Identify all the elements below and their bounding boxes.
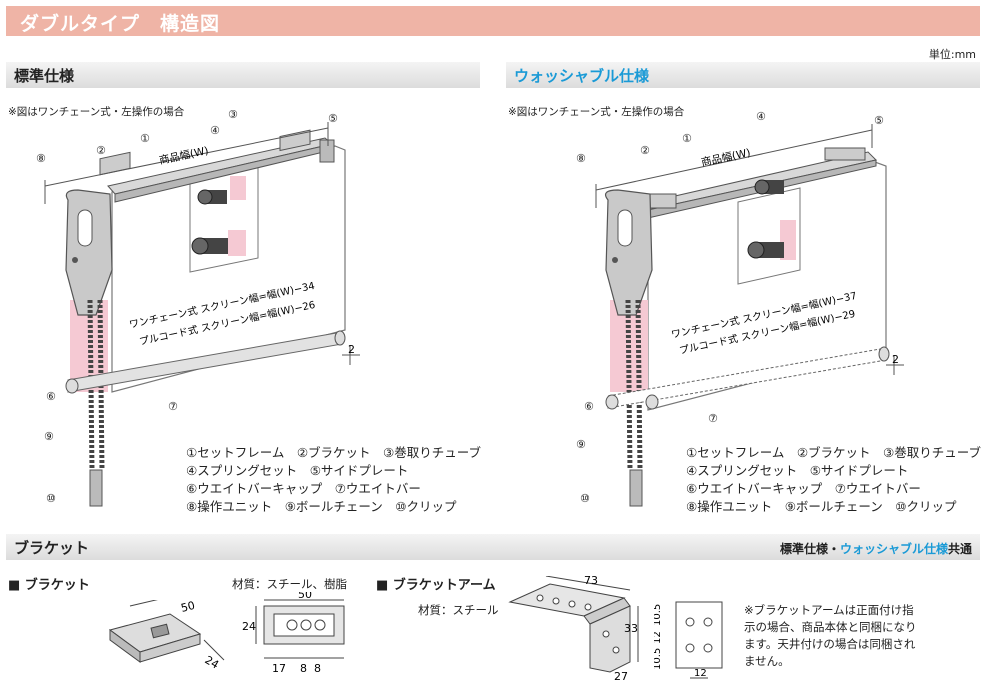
- standard-callout-8: ⑧: [36, 152, 46, 165]
- arm-dim-v3: 10.5: [654, 648, 663, 670]
- standard-gap: 2: [348, 343, 355, 356]
- common-blue: ウォッシャブル仕様: [839, 542, 948, 556]
- bracket-iso-drawing: 50 24: [108, 600, 225, 672]
- washable-note: ※図はワンチェーン式・左操作の場合: [508, 106, 685, 118]
- washable-callout-1: ①: [682, 132, 692, 145]
- standard-diagram: ① ② ③ ④ ⑤ ⑥ ⑦ ⑧ ⑨ ⑩ 商品幅(W) ワンチェーン式 スクリーン…: [36, 110, 360, 507]
- arm-hole-plate-drawing: 10.5 12 10.5 12: [654, 601, 723, 679]
- legend-line: ①セットフレーム ②ブラケット ③巻取りチューブ: [686, 445, 981, 460]
- bracket-label: ■ ブラケット: [8, 578, 90, 593]
- bracket-front-dim-24: 24: [242, 620, 256, 633]
- arm-note-line: ※ブラケットアームは正面付け指: [744, 603, 914, 617]
- washable-callout-5: ⑤: [874, 114, 884, 127]
- unit-label: 単位:mm: [928, 48, 976, 61]
- arm-note-line: 示の場合、商品本体と同梱になり: [744, 620, 917, 634]
- standard-callout-7: ⑦: [168, 400, 178, 413]
- standard-header: 標準仕様: [6, 62, 480, 88]
- bracket-iso-dim-24: 24: [203, 653, 222, 671]
- bracket-front-dim-8a: 8: [300, 662, 307, 675]
- legend-line: ⑧操作ユニット ⑨ボールチェーン ⑩クリップ: [186, 499, 457, 514]
- arm-note: ※ブラケットアームは正面付け指 示の場合、商品本体と同梱になり ます。天井付けの…: [744, 602, 917, 670]
- bracket-common-label: 標準仕様・ウォッシャブル仕様共通: [780, 540, 972, 557]
- arm-material: 材質：スチール: [418, 603, 499, 617]
- washable-callout-7: ⑦: [708, 412, 718, 425]
- standard-callout-10: ⑩: [46, 492, 56, 505]
- bracket-arm-drawing: 73 33 27: [508, 576, 639, 683]
- page-title: ダブルタイプ 構造図: [20, 13, 221, 35]
- standard-callout-6: ⑥: [46, 390, 56, 403]
- legend-line: ④スプリングセット ⑤サイドプレート: [686, 463, 909, 478]
- standard-width-label: 商品幅(W): [158, 144, 210, 167]
- bracket-front-dim-17: 17: [272, 662, 286, 675]
- bracket-material: 材質：スチール、樹脂: [232, 577, 347, 591]
- bracket-front-dim-50: 50: [298, 592, 312, 601]
- standard-heading: 標準仕様: [14, 67, 75, 85]
- arm-dim-73: 73: [584, 576, 598, 587]
- standard-callout-3: ③: [228, 110, 238, 121]
- washable-width-label: 商品幅(W): [700, 146, 752, 169]
- bracket-front-dim-8b: 8: [314, 662, 321, 675]
- washable-heading: ウォッシャブル仕様: [514, 67, 650, 85]
- standard-legend: ①セットフレーム ②ブラケット ③巻取りチューブ ④スプリングセット ⑤サイドプ…: [186, 444, 481, 516]
- bracket-header: ブラケット 標準仕様・ウォッシャブル仕様共通: [6, 534, 980, 560]
- standard-callout-1: ①: [140, 132, 150, 145]
- arm-label: ■ ブラケットアーム: [376, 578, 496, 593]
- legend-line: ⑥ウエイトバーキャップ ⑦ウエイトバー: [186, 481, 421, 496]
- standard-callout-4: ④: [210, 124, 220, 137]
- washable-callout-6: ⑥: [584, 400, 594, 413]
- legend-line: ⑧操作ユニット ⑨ボールチェーン ⑩クリップ: [686, 499, 957, 514]
- arm-dim-v2: 12: [654, 631, 663, 644]
- arm-dim-12: 12: [694, 668, 707, 679]
- standard-callout-5: ⑤: [328, 112, 338, 125]
- common-prefix: 標準仕様・: [779, 542, 840, 556]
- bracket-heading: ブラケット: [14, 539, 90, 557]
- common-suffix: 共通: [947, 542, 972, 556]
- washable-diagram: ① ② ③ ④ ⑤ ⑥ ⑦ ⑧ ⑨ ⑩ 商品幅(W) ワンチェーン式 スクリーン…: [576, 110, 904, 507]
- arm-dim-27: 27: [614, 670, 628, 683]
- standard-note: ※図はワンチェーン式・左操作の場合: [8, 106, 185, 118]
- arm-note-line: ません。: [744, 654, 790, 668]
- washable-callout-10: ⑩: [580, 492, 590, 505]
- title-bar: ダブルタイプ 構造図: [6, 6, 980, 36]
- arm-dim-v1: 10.5: [654, 604, 663, 626]
- bracket-front-drawing: 50 24 17 8 8: [242, 592, 345, 675]
- washable-callout-8: ⑧: [576, 152, 586, 165]
- washable-header: ウォッシャブル仕様: [506, 62, 980, 88]
- bracket-iso-dim-50: 50: [180, 600, 197, 615]
- arm-note-line: ます。天井付けの場合は同梱され: [744, 637, 916, 651]
- standard-callout-9: ⑨: [44, 430, 54, 443]
- washable-callout-4: ④: [756, 110, 766, 123]
- arm-dim-33: 33: [624, 622, 638, 635]
- legend-line: ④スプリングセット ⑤サイドプレート: [186, 463, 409, 478]
- washable-gap: 2: [892, 353, 899, 366]
- legend-line: ①セットフレーム ②ブラケット ③巻取りチューブ: [186, 445, 481, 460]
- washable-callout-2: ②: [640, 144, 650, 157]
- washable-callout-9: ⑨: [576, 438, 586, 451]
- standard-callout-2: ②: [96, 144, 106, 157]
- legend-line: ⑥ウエイトバーキャップ ⑦ウエイトバー: [686, 481, 921, 496]
- washable-legend: ①セットフレーム ②ブラケット ③巻取りチューブ ④スプリングセット ⑤サイドプ…: [686, 444, 981, 516]
